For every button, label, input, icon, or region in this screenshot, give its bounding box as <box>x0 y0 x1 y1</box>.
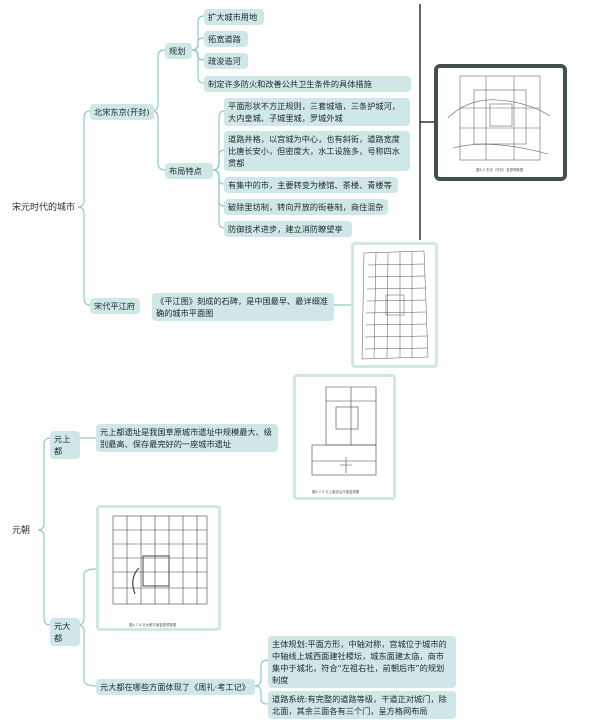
kaifeng-caption: 图4-2 东京（开封）复原想象图 <box>476 168 524 172</box>
node-kaifeng[interactable]: 北宋东京(开封) <box>90 104 154 120</box>
node-plan[interactable]: 规划 <box>165 43 192 59</box>
layout-item-4[interactable]: 破除里坊制，转向开放的街巷制，商住混杂 <box>224 199 388 215</box>
layout-item-2[interactable]: 道路井格，以宫城为中心，也有斜街，道路宽度比唐长安小，但密度大，水工设施多，号称… <box>224 131 410 171</box>
zhouli-item-1[interactable]: 主体规划:平面方形，中轴对称，宫城位于城市的中轴线上城西面建社稷坛，城东面建太庙… <box>268 636 456 688</box>
shangdu-desc[interactable]: 元上都遗址是我国草原城市遗址中规模最大、级别最高、保存最完好的一座城市遗址 <box>96 424 278 452</box>
layout-item-1[interactable]: 平面形状不方正规则，三套城墙，三条护城河，大内皇城、子城里城，罗城外城 <box>224 98 410 126</box>
plan-item-4[interactable]: 制定许多防火和改善公共卫生条件的具体措施 <box>204 76 411 92</box>
plan-item-3[interactable]: 疏浚造河 <box>204 53 248 69</box>
shangdu-map-drawing <box>311 386 377 476</box>
node-shangdu[interactable]: 元上都 <box>50 431 80 459</box>
pingjiang-desc[interactable]: 《平江图》刻成的石碑，是中国最早、最详细准确的城市平面图 <box>152 293 334 321</box>
dadu-map-drawing <box>112 515 208 605</box>
dadu-caption: 图4-7-4 元大都平面复原想象图 <box>129 623 177 627</box>
kaifeng-map-image[interactable]: 图4-2 东京（开封）复原想象图 <box>434 64 567 181</box>
root-yuan[interactable]: 元朝 <box>12 526 31 536</box>
layout-item-5[interactable]: 防御技术进步，建立消防瞭望亭 <box>224 221 352 237</box>
dadu-map-image[interactable]: 图4-7-4 元大都平面复原想象图 <box>96 505 221 631</box>
pingjiang-map-image[interactable] <box>351 242 438 368</box>
node-layout[interactable]: 布局特点 <box>165 163 213 179</box>
node-pingjiang[interactable]: 宋代平江府 <box>90 298 140 314</box>
plan-item-1[interactable]: 扩大城市用地 <box>204 9 264 25</box>
pingjiang-map-drawing <box>361 250 429 360</box>
shangdu-map-image[interactable]: 图4-7-3 元上都遗址平面复原图 <box>293 374 396 500</box>
plan-item-2[interactable]: 拓宽道路 <box>204 31 248 47</box>
node-dadu[interactable]: 元大都 <box>50 618 80 646</box>
kaifeng-map-drawing <box>447 75 551 161</box>
root-song-yuan[interactable]: 宋元时代的城市 <box>12 203 76 213</box>
shangdu-caption: 图4-7-3 元上都遗址平面复原图 <box>312 490 360 494</box>
layout-item-3[interactable]: 有集中的市，主要转变为楼馆、茶楼、青楼等 <box>224 177 398 193</box>
node-zhouli[interactable]: 元大都在哪些方面体现了《周礼·考工记》 <box>96 679 255 695</box>
zhouli-item-2[interactable]: 道路系统:有完整的道路等级，干道正对城门，除北面，其余三面各有三个门，呈方格网布… <box>268 691 456 719</box>
